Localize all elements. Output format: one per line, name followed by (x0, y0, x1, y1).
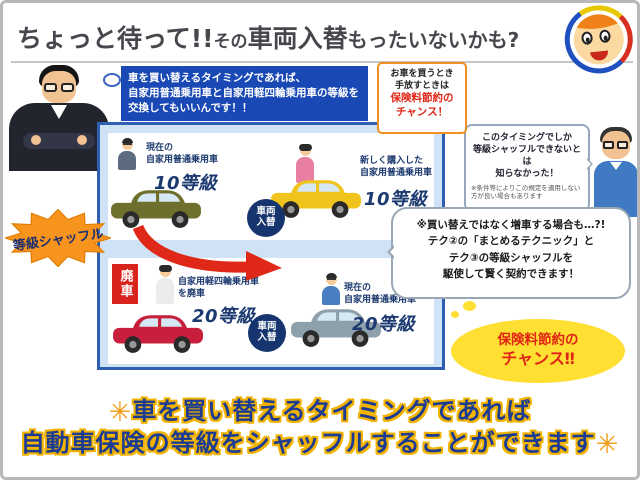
owner-icon (320, 273, 342, 305)
title-divider (11, 61, 633, 63)
grade-shuffle-badge: 等級シャッフル (5, 209, 111, 267)
mascot-ring (561, 3, 637, 77)
current-car-icon (110, 185, 202, 229)
mascot-face (571, 11, 627, 67)
disclaimer-note: ※条件等によりこの規定を適用しない方が良い場合もあります (471, 183, 581, 201)
savings-chance-box: お車を買うとき 手放すときは 保険料節約の チャンス！ (377, 62, 467, 134)
footer-headline-1: ✳車を買い替えるタイミングであれば (108, 397, 532, 428)
owner-icon (116, 138, 138, 170)
new-car-label: 新しく購入した 自家用普通乗用車 (360, 156, 433, 179)
intro-line: 交換してもいいんです！！ (128, 102, 253, 115)
glasses-icon (61, 83, 74, 92)
agent-illustration (7, 65, 111, 171)
speech-bubble-dot (103, 73, 121, 87)
scrap-car-icon (112, 310, 204, 354)
kept-car-icon (290, 304, 382, 348)
company-mascot-icon (547, 3, 637, 82)
owner-icon (154, 265, 176, 304)
footer-headline-2: 自動車保険の等級をシャッフルすることができます✳ (20, 429, 620, 460)
bubble-trail-dot (451, 311, 459, 318)
title-segment: その (213, 32, 248, 52)
scrap-car-label: 自家用軽四輪乗用車 を廃車 (178, 277, 260, 300)
glasses-icon (44, 83, 57, 92)
title-segment: もったいないかも? (347, 28, 520, 52)
title-segment: ちょっと待って!! (17, 24, 214, 53)
mascot-hair (571, 11, 627, 32)
sparkle-icon: ✳ (595, 429, 620, 460)
technique-tip-bubble: ※買い替えではなく増車する場合も…?! テク②の「まとめるテクニック」と テク③… (387, 207, 631, 299)
glasses-icon (617, 141, 628, 149)
kept-grade: 20等級 (352, 314, 416, 335)
intro-line: 車を買い替えるタイミングであれば、 (128, 72, 307, 84)
vehicle-swap-badge: 車両 入替 (247, 199, 285, 237)
starburst-icon (5, 209, 111, 267)
vehicle-swap-badge: 車両 入替 (248, 314, 286, 352)
grade-shuffle-diagram: 現在の 自家用普通乗用車 10等級 (97, 122, 445, 370)
new-grade: 10等級 (364, 189, 428, 210)
page-title: ちょっと待って!!その車両入替もったいないかも? (17, 19, 519, 55)
current-grade: 10等級 (154, 173, 218, 194)
current-car-label: 現在の 自家用普通乗用車 (146, 143, 219, 166)
intro-line: 自家用普通乗用車と自家用軽四輪乗用車の等級を (128, 87, 359, 100)
savings-chance-bubble: 保険料節約の チャンス‼ (451, 319, 625, 383)
customer-quote-bubble: このタイミングでしか 等級シャッフルできないとは 知らなかった！ ※条件等により… (464, 124, 593, 212)
mascot-eye (598, 29, 612, 44)
mascot-mouth (590, 50, 609, 62)
customer-illustration (592, 127, 637, 219)
glasses-icon (603, 141, 614, 149)
scrap-badge: 廃車 (112, 264, 138, 304)
mascot-eye (580, 31, 594, 46)
new-car-icon (270, 175, 362, 219)
intro-message-box: 車を買い替えるタイミングであれば、 自家用普通乗用車と自家用軽四輪乗用車の等級を… (121, 66, 368, 121)
bubble-trail-dot (463, 301, 476, 311)
shuffle-arrow-icon (132, 224, 282, 281)
buyer-icon (294, 144, 316, 183)
sparkle-icon: ✳ (108, 397, 133, 428)
kept-car-label: 現在の 自家用普通乗用車 (344, 283, 417, 306)
title-segment: 車両入替 (247, 24, 348, 53)
scrap-grade: 20等級 (192, 306, 256, 327)
